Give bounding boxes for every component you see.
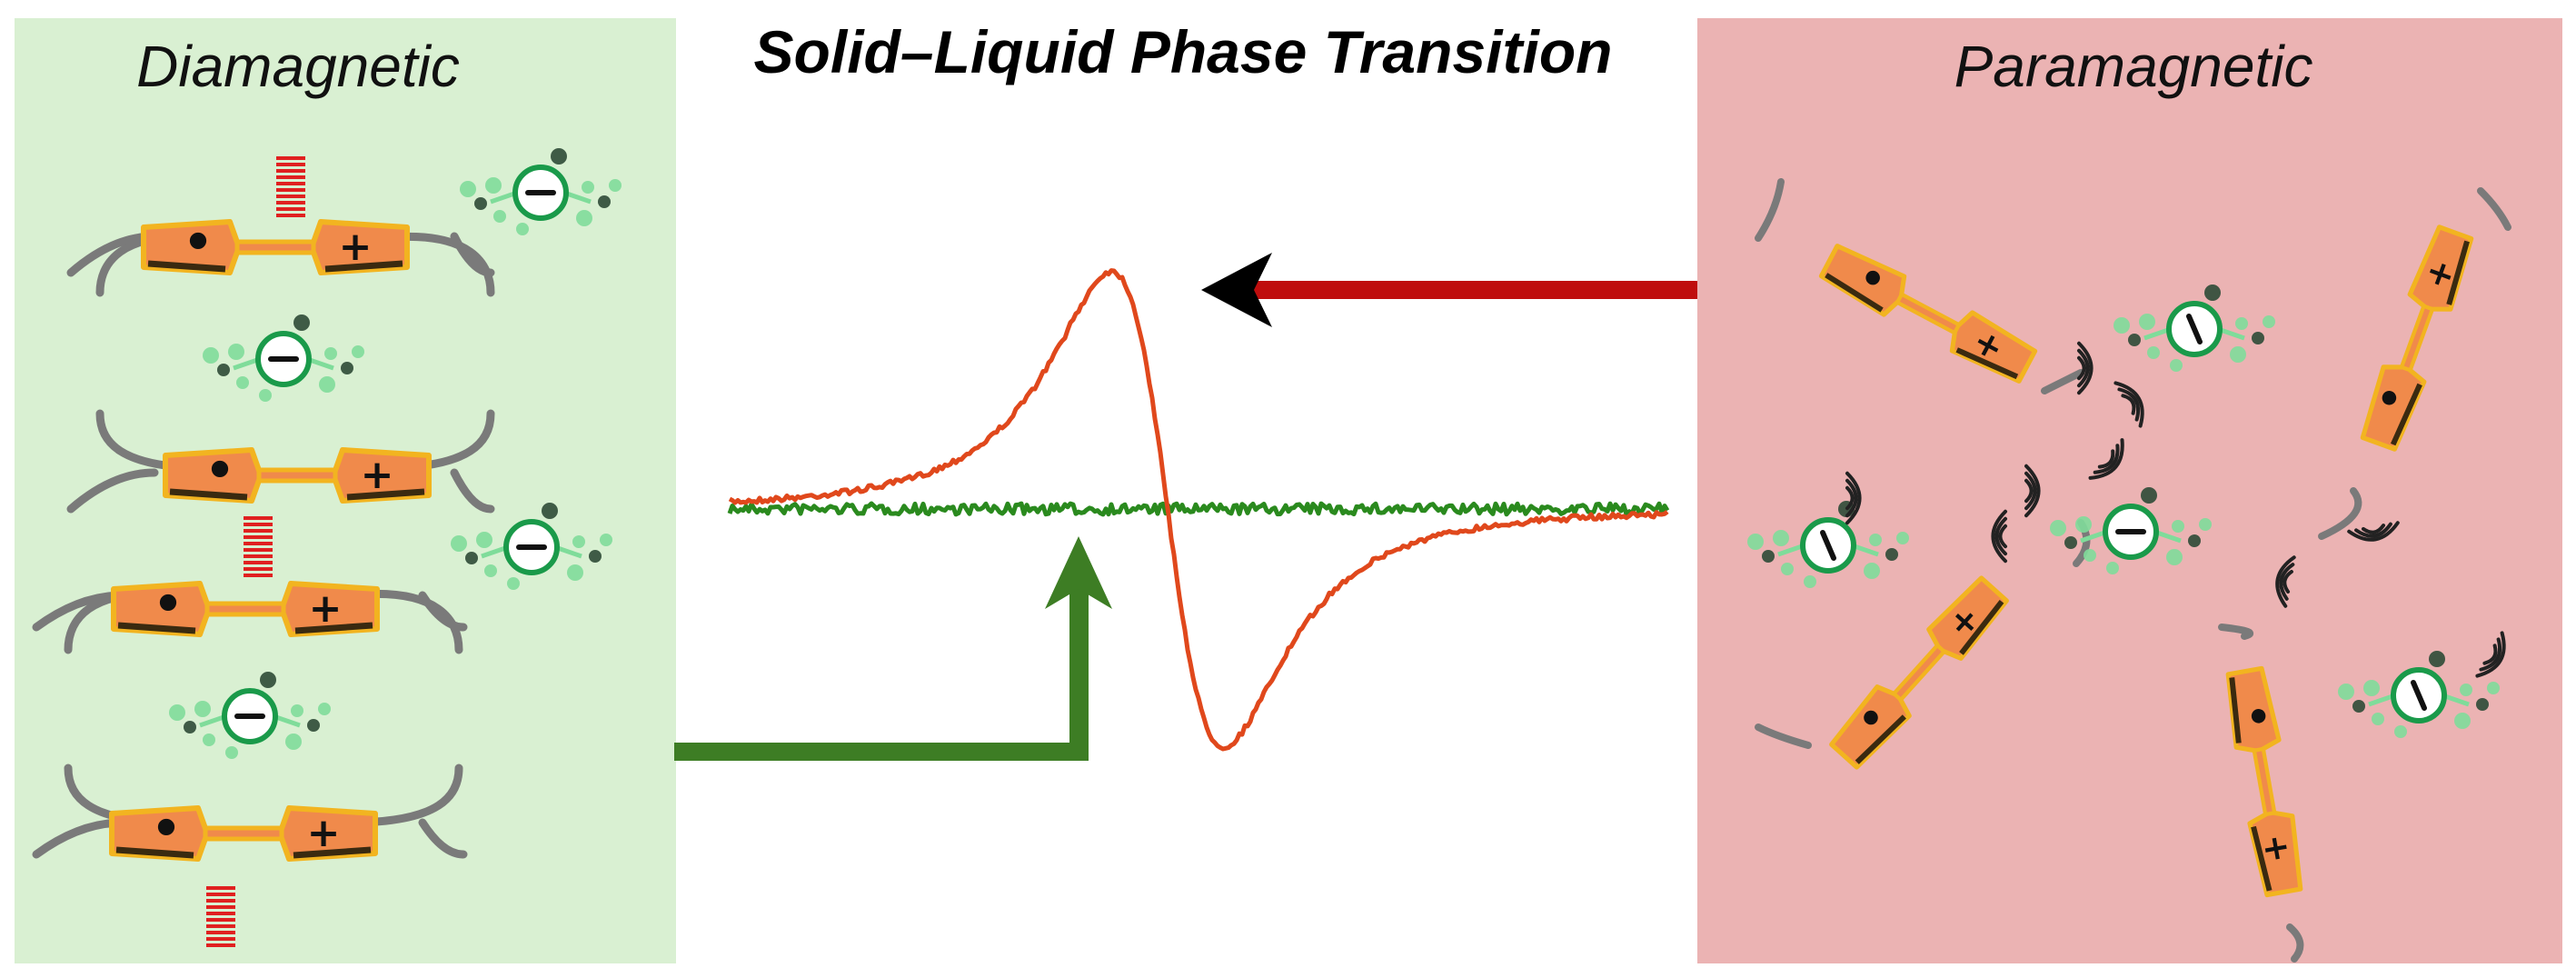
svg-text:•: •: [151, 802, 181, 856]
pi-stacking-bars: [206, 156, 305, 947]
alkyl-chain-tail: [66, 468, 159, 514]
radical-cation-icon: •+: [2360, 225, 2474, 452]
svg-text:•: •: [204, 444, 234, 498]
svg-text:+: +: [361, 452, 394, 498]
radical-cation-icon: •+: [109, 802, 378, 862]
alkyl-chain-tail: [2286, 923, 2304, 963]
alkyl-chain-tail: [2318, 487, 2362, 540]
radical-cation-icon: •+: [1818, 244, 2038, 384]
anion-icon: [203, 314, 364, 402]
motion-waves: [1845, 341, 2506, 678]
stacking-bar-icon: [206, 886, 235, 947]
svg-text:•: •: [153, 577, 183, 632]
alkyl-chain-tail: [2218, 624, 2253, 640]
arrow-icon: [1045, 536, 1112, 609]
anion-icon: [460, 148, 622, 235]
anion-icon: [169, 672, 331, 759]
alkyl-chain-tail: [450, 232, 495, 277]
motion-wave-icon: [2114, 381, 2144, 428]
alkyl-chain: [345, 763, 463, 827]
paramagnetic-label: Paramagnetic: [1954, 34, 2313, 99]
radical-cation-icon: •+: [2225, 665, 2303, 898]
motion-wave-icon: [2024, 464, 2041, 518]
stacking-bar-icon: [244, 516, 273, 577]
alkyl-chain-tail: [2477, 187, 2511, 231]
motion-wave-icon: [1845, 471, 1862, 525]
motion-wave-icon: [2475, 631, 2506, 678]
alkyl-chain-tail: [2041, 369, 2084, 394]
alkyl-chain: [377, 233, 495, 297]
diagram-title: Solid–Liquid Phase Transition: [754, 18, 1613, 85]
liquid-state-epr-curve: [728, 268, 1669, 752]
svg-text:+: +: [339, 224, 373, 270]
radical-cation-icon: •+: [1829, 575, 2009, 770]
radical-cations: •+•+•+•+•+•+•+•+: [109, 215, 2474, 898]
alkyl-chain-tail: [1755, 178, 1785, 242]
alkyl-chain-tail: [418, 818, 468, 859]
anion-icon: [451, 503, 612, 590]
motion-wave-icon: [2076, 341, 2094, 395]
alkyl-chain-tail: [1755, 724, 1812, 749]
alkyl-chain-tail: [418, 591, 468, 632]
svg-text:+: +: [2255, 831, 2300, 866]
diamagnetic-label: Diamagnetic: [136, 34, 460, 99]
anion-icon: [2338, 651, 2500, 738]
cooling-arrow: [1201, 253, 1697, 327]
radical-cation-icon: •+: [163, 444, 432, 504]
arrow-icon: [1201, 253, 1272, 327]
svg-text:+: +: [307, 810, 341, 856]
motion-wave-icon: [2088, 438, 2124, 480]
motion-wave-icon: [1991, 509, 2008, 564]
motion-wave-icon: [2347, 521, 2400, 542]
right-panel: [1697, 18, 2562, 963]
radical-cation-icon: •+: [111, 577, 380, 637]
anion-icon: [1747, 501, 1909, 588]
anions: [169, 148, 2500, 759]
svg-text:•: •: [183, 215, 213, 270]
radical-cation-icon: •+: [141, 215, 410, 275]
anion-icon: [2050, 487, 2212, 574]
stacking-bar-icon: [276, 156, 305, 217]
motion-wave-icon: [2275, 555, 2296, 608]
alkyl-chain-tail: [450, 468, 495, 514]
solid-state-epr-curve: [727, 501, 1670, 517]
anion-icon: [2114, 284, 2275, 372]
heating-arrow: [674, 536, 1112, 761]
svg-text:+: +: [309, 585, 343, 632]
